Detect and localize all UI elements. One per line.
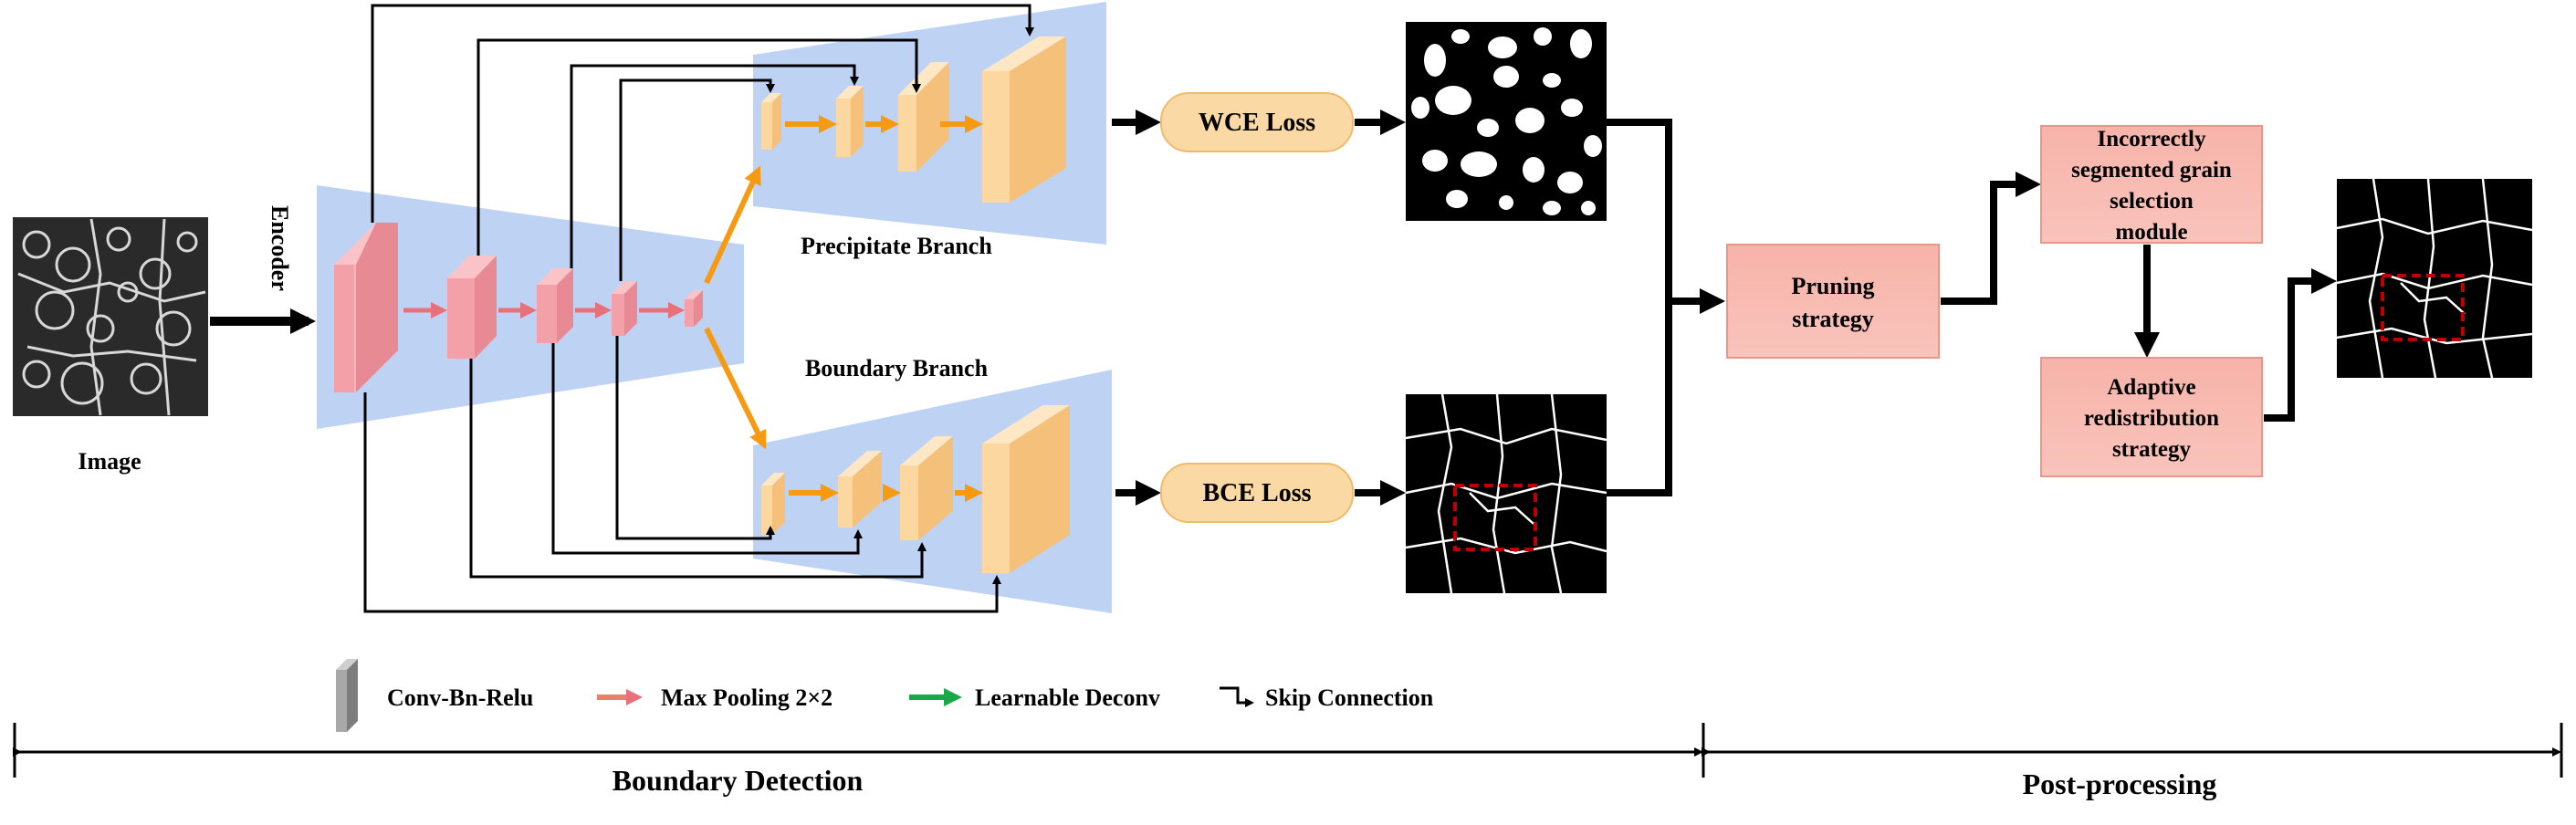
adaptive-to-output-arrow: [2264, 268, 2337, 422]
boundary-dashed-highlight: [1453, 484, 1537, 551]
bce-loss-pill: [1160, 463, 1354, 523]
skip-connection-b2: [469, 359, 927, 579]
precipitate-branch-label: Precipitate Branch: [801, 233, 992, 259]
legend-deconv-arrowhead: [944, 688, 962, 706]
legend-conv-icon: [336, 659, 358, 732]
encoder-block-3: [537, 268, 573, 343]
legend-deconv-label: Learnable Deconv: [975, 684, 1160, 711]
grain-label-line1: Incorrectly: [2098, 127, 2206, 151]
grain-label-line2: segmented grain: [2071, 158, 2232, 183]
encoder-block-1: [334, 223, 398, 392]
skip-connection-b3: [551, 343, 863, 555]
skip-connection-p1: [371, 4, 1034, 223]
boundary-block-4: [982, 405, 1070, 573]
adaptive-label-line1: Adaptive: [2107, 375, 2195, 400]
image-label: Image: [78, 448, 141, 475]
input-image: [13, 217, 208, 416]
boundary-block-1: [761, 473, 785, 535]
precipitate-output-image: [1406, 22, 1607, 221]
precipitate-block-2: [836, 86, 864, 157]
merge-connector-bottom: [1607, 301, 1672, 496]
bce-loss-label: BCE Loss: [1202, 479, 1311, 507]
legend-skip-label: Skip Connection: [1265, 684, 1434, 711]
wce-loss-label: WCE Loss: [1199, 109, 1315, 137]
skip-connection-p2: [476, 38, 921, 256]
legend: Conv-Bn-Relu Max Pooling 2×2 Learnable D…: [336, 659, 1434, 732]
grain-label-line3: selection: [2110, 189, 2194, 214]
boundary-output-image: [1405, 393, 1607, 594]
branch-arrow-up: [704, 165, 761, 285]
adaptive-box: [2040, 357, 2263, 477]
precipitate-block-4: [982, 37, 1066, 203]
pruning-label-line2: strategy: [1792, 306, 1874, 332]
legend-conv-label: Conv-Bn-Relu: [387, 684, 533, 711]
merge-connector-top: [1607, 119, 1672, 301]
adaptive-label-line3: strategy: [2112, 437, 2192, 462]
boundary-block-2: [838, 451, 882, 527]
encoder-label: Encoder: [267, 205, 293, 291]
encoder-block-4: [612, 281, 637, 336]
adaptive-label-line2: redistribution: [2084, 406, 2219, 431]
final-output-image: [2336, 178, 2533, 379]
grain-selection-box: [2040, 125, 2263, 244]
legend-skip-icon: [1220, 686, 1254, 707]
section-boundary-detection: Boundary Detection: [613, 764, 864, 797]
wce-loss-pill: [1160, 92, 1354, 152]
legend-maxpool-label: Max Pooling 2×2: [661, 684, 832, 711]
section-post-processing: Post-processing: [2023, 768, 2217, 800]
precipitate-block-1: [761, 93, 781, 150]
final-dashed-highlight: [2381, 274, 2465, 341]
precipitate-block-3: [898, 62, 949, 172]
encoder-block-5: [685, 290, 703, 327]
grain-label-line4: module: [2115, 220, 2187, 245]
section-brackets: [13, 723, 2563, 778]
skip-connection-b1: [363, 392, 1001, 613]
pruning-to-grain-arrow: [1941, 172, 2041, 305]
skip-connection-p4: [619, 78, 775, 281]
skip-connection-b4: [615, 336, 775, 540]
branch-arrow-down: [704, 327, 767, 450]
encoder-block-2: [447, 256, 497, 359]
pruning-label-line1: Pruning: [1791, 273, 1874, 299]
pruning-box: [1726, 244, 1940, 359]
boundary-branch-label: Boundary Branch: [805, 355, 989, 381]
boundary-block-3: [900, 436, 953, 540]
skip-connection-p3: [570, 64, 859, 268]
